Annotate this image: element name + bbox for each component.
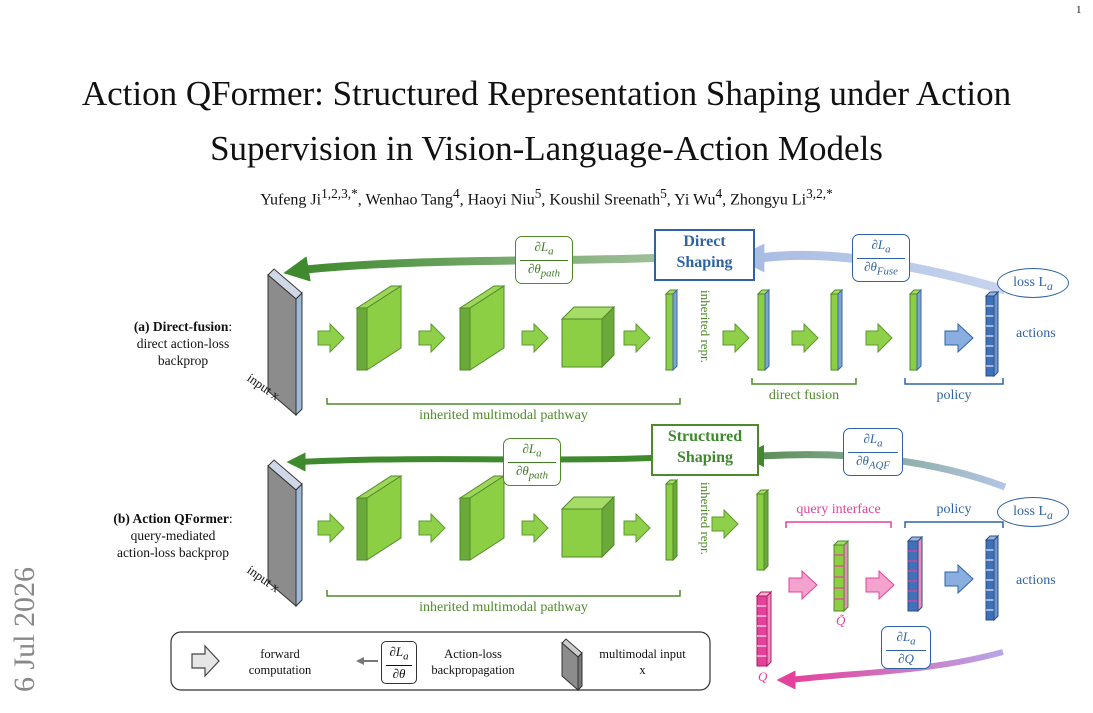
panel-b-policy-bracket <box>904 521 1004 528</box>
panel-a-shaping-label: Direct Shaping <box>676 233 733 271</box>
author-2: Wenhao Tang <box>365 191 453 209</box>
query-arrow-icon <box>865 570 895 600</box>
panel-b-query-gradient-arrow <box>789 649 1004 683</box>
panel-a-inherited-repr-label: inherited repr. <box>698 290 713 363</box>
author-5-affil: 4 <box>715 186 723 201</box>
panel-b-inherited-repr-block <box>665 479 678 561</box>
author-6: Zhongyu Li <box>730 191 807 209</box>
panel-a-caption: (a) Direct-fusion: direct action-loss ba… <box>78 318 288 369</box>
panel-b-policy-stack <box>906 535 924 613</box>
panel-a-feature-slab-2 <box>459 285 505 371</box>
panel-b-q-label: Q <box>758 669 768 684</box>
panel-b-query-q-stack <box>755 590 773 668</box>
author-4: Koushil Sreenath <box>549 191 661 209</box>
panel-b-shaping-box: Structured Shaping <box>651 424 759 476</box>
author-list: Yufeng Ji1,2,3,*, Wenhao Tang4, Haoyi Ni… <box>260 186 833 209</box>
legend-backprop-math-icon: ∂La∂θ <box>381 641 417 684</box>
panel-b-title: (b) Action QFormer <box>113 511 229 526</box>
panel-b-description: query-mediated action-loss backprop <box>116 528 230 560</box>
panel-b-repr-block <box>756 489 769 571</box>
legend-backprop-label: Action-loss backpropagation <box>431 647 515 677</box>
panel-a-fuse-gradient-label: ∂La∂θFuse <box>852 234 910 283</box>
panel-b-loss-label: loss L <box>1013 504 1047 519</box>
panel-a-policy-block <box>909 289 922 371</box>
panel-a-fusion-bracket <box>751 378 857 385</box>
panel-b-loss-ellipse: loss La <box>997 497 1069 527</box>
panel-a-loss-ellipse: loss La <box>997 268 1069 298</box>
panel-b-pathway-bracket <box>326 590 681 597</box>
panel-b-pathway-label: inherited multimodal pathway <box>419 600 588 615</box>
panel-a-actions-stack <box>985 291 999 377</box>
panel-b-feature-cube <box>561 496 615 558</box>
forward-arrow-icon <box>418 513 446 543</box>
panel-a-fusion-block-1 <box>757 289 770 371</box>
panel-b-inherited-repr-label: inherited repr. <box>698 482 713 555</box>
panel-a-actions-label: actions <box>1016 326 1056 341</box>
legend-input-label: multimodal input x <box>599 647 686 677</box>
author-3-affil: 5 <box>534 186 542 201</box>
forward-arrow-icon <box>317 513 345 543</box>
panel-b-policy-label: policy <box>936 502 972 517</box>
forward-arrow-icon <box>722 323 750 353</box>
panel-a-policy-bracket <box>904 378 1004 385</box>
policy-arrow-icon <box>944 323 974 353</box>
panel-b-actions-label: actions <box>1016 573 1056 588</box>
forward-arrow-icon <box>623 513 651 543</box>
panel-b-query-qtilde-stack <box>832 539 850 613</box>
forward-arrow-icon <box>711 509 739 539</box>
legend-forward-label: forward computation <box>248 647 312 677</box>
panel-b-feature-slab-1 <box>356 475 402 561</box>
panel-b-query-bracket <box>785 521 892 528</box>
forward-arrow-icon <box>521 513 549 543</box>
author-5: Yi Wu <box>674 191 716 209</box>
page-number: 1 <box>1076 4 1082 16</box>
panel-a-shaping-box: Direct Shaping <box>654 229 755 281</box>
title-line-1: Action QFormer: Structured Representatio… <box>81 74 1012 113</box>
forward-arrow-icon <box>623 323 651 353</box>
author-2-affil: 4 <box>452 186 460 201</box>
panel-b-caption: (b) Action QFormer: query-mediated actio… <box>68 510 278 561</box>
panel-a-pathway-label: inherited multimodal pathway <box>419 408 588 423</box>
title-line-2: Supervision in Vision-Language-Action Mo… <box>210 129 883 168</box>
policy-arrow-icon <box>944 564 974 594</box>
author-4-affil: 5 <box>660 186 667 201</box>
panel-a-title: (a) Direct-fusion <box>133 319 229 334</box>
panel-a-policy-label: policy <box>936 388 972 403</box>
panel-a-feature-slab-1 <box>356 285 402 371</box>
panel-b-shaping-label: Structured Shaping <box>667 428 743 466</box>
forward-arrow-icon <box>418 323 446 353</box>
panel-b-query-gradient-label: ∂La∂Q <box>881 626 931 669</box>
legend <box>170 631 711 692</box>
forward-arrow-icon <box>317 323 345 353</box>
panel-a-fusion-label: direct fusion <box>768 388 840 403</box>
panel-b-path-gradient-arrow <box>299 455 653 465</box>
panel-a-path-gradient-label: ∂La∂θpath <box>515 236 573 285</box>
panel-b-query-interface-label: query interface <box>796 502 881 517</box>
panel-b-qtilde-label: Q̃ <box>836 613 846 628</box>
panel-a-pathway-bracket <box>326 398 681 405</box>
legend-forward-icon <box>191 644 220 678</box>
panel-b-actions-stack <box>985 535 999 621</box>
paper-title: Action QFormer: Structured Representatio… <box>0 66 1093 176</box>
panel-a-feature-cube <box>561 306 615 368</box>
panel-a-inherited-repr-block <box>665 289 678 371</box>
author-1: Yufeng Ji <box>260 191 322 209</box>
author-1-affil: 1,2,3,* <box>321 186 358 201</box>
panel-a-path-gradient-arrow <box>299 254 656 274</box>
panel-b-path-gradient-label: ∂La∂θpath <box>503 438 561 487</box>
panel-a-description: direct action-loss backprop <box>136 336 230 368</box>
query-arrow-icon <box>788 570 818 600</box>
panel-b-aqf-gradient-label: ∂La∂θAQF <box>843 428 903 477</box>
forward-arrow-icon <box>865 323 893 353</box>
panel-b-feature-slab-2 <box>459 475 505 561</box>
panel-a-fusion-block-2 <box>830 289 843 371</box>
author-6-affil: 3,2,* <box>806 186 833 201</box>
author-3: Haoyi Niu <box>467 191 535 209</box>
legend-input-icon <box>561 638 583 692</box>
forward-arrow-icon <box>521 323 549 353</box>
panel-a-loss-label: loss L <box>1013 275 1047 290</box>
forward-arrow-icon <box>791 323 819 353</box>
